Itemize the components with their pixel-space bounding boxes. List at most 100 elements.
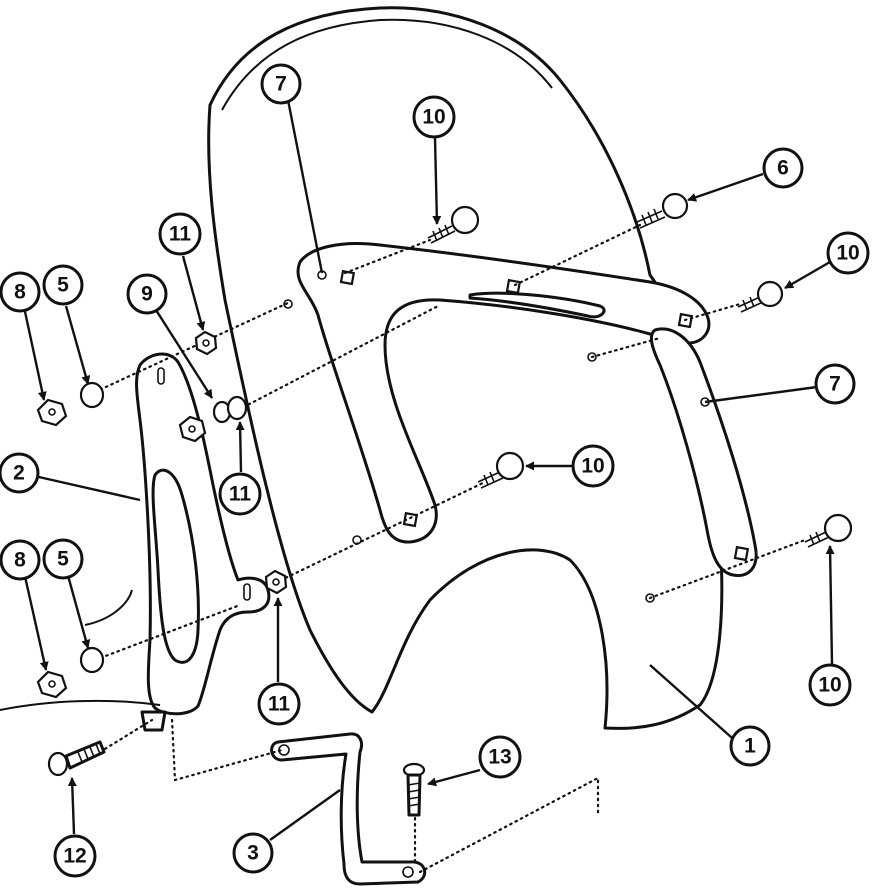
svg-text:10: 10 [581,455,604,478]
callout-10-right: 10 [826,231,870,275]
body-fairing-line [84,589,133,626]
side-plate-cutout [151,468,200,664]
callout-8-upper: 8 [0,271,41,313]
bracket-slot [468,291,606,319]
plate-tab [140,710,167,732]
callout-5-lower: 5 [42,538,84,580]
callout-10-lower-right: 10 [808,663,852,707]
bracket-nut-top-center [505,278,522,295]
nut-part-11-upper [194,330,218,356]
svg-text:11: 11 [169,223,192,246]
svg-text:9: 9 [141,283,153,306]
callout-12: 12 [53,834,97,878]
body-fairing-line [0,699,161,711]
nut-part-9 [178,415,207,443]
assembly-line [170,718,284,782]
callout-7-upper: 7 [260,63,302,105]
callout-10-middle: 10 [571,444,615,488]
callout-8-lower: 8 [0,539,41,581]
assembly-line [98,718,154,754]
assembly-line [513,223,642,287]
knob-screw-right [737,280,784,313]
callout-2: 2 [0,452,40,494]
assembly-line [236,303,442,412]
bolt-part-12 [47,740,106,777]
callout-3: 3 [232,832,274,874]
leader-line [65,571,91,649]
nut-part-8-upper [36,398,68,427]
leader-line [235,421,245,473]
svg-text:10: 10 [818,674,841,697]
callout-7-right: 7 [814,363,856,405]
leader-line [29,473,141,502]
svg-text:12: 12 [63,845,86,868]
assembly-line [273,480,487,585]
bracket-nut-lower-left [402,511,419,528]
leader-line [269,789,341,841]
svg-text:3: 3 [247,842,259,865]
svg-text:8: 8 [14,549,26,572]
plate-slot [243,583,251,601]
leader-line [154,309,214,399]
nut-part-8-lower [36,670,68,699]
svg-text:7: 7 [829,373,841,396]
plate-slot [157,367,165,385]
leader-line [181,255,206,331]
callout-6: 6 [762,147,804,189]
assembly-line [418,776,600,874]
bolt-part-6 [636,192,689,229]
svg-text:10: 10 [836,242,859,265]
leader-line [22,306,47,401]
washer-part-5-upper [79,381,105,409]
windshield-edge-highlight [221,18,553,111]
right-bracket-arm [649,327,758,578]
assembly-line [683,302,742,322]
svg-text:5: 5 [57,548,69,571]
svg-text:11: 11 [229,483,252,506]
svg-text:13: 13 [488,746,511,769]
assembly-line [648,538,807,600]
callout-11-middle: 11 [218,472,262,516]
knob-screw-upper [427,205,480,244]
callout-13: 13 [478,735,522,779]
callout-1: 1 [729,725,771,767]
upper-bracket [296,242,711,544]
callout-5-upper: 5 [42,264,84,306]
assembly-line [590,336,662,359]
leader-line [22,571,49,671]
leader-line [427,768,481,787]
knob-screw-middle [477,451,525,489]
bracket-nut-top-left [339,269,356,286]
svg-text:10: 10 [422,106,445,129]
leader-line [432,137,442,225]
lower-support-strut [270,732,427,886]
strut-hole [402,866,414,878]
callout-10-upper: 10 [412,95,456,139]
svg-text:7: 7 [275,73,287,96]
leader-line [64,305,91,385]
windshield-screen [207,6,724,730]
svg-text:1: 1 [744,735,756,758]
svg-text:5: 5 [57,274,69,297]
assembly-line [93,603,242,662]
callout-11-upper: 11 [158,212,202,256]
leader-line [687,172,764,202]
leader-line [67,777,77,835]
leader-line [649,664,741,746]
knob-screw-lower-right [804,513,853,548]
screw-part-13 [402,762,426,817]
svg-text:11: 11 [268,693,291,716]
leader-line [286,99,324,274]
bracket-nut-lower-right [733,545,750,562]
callout-9: 9 [126,273,168,315]
screen-hole [283,299,293,309]
leader-line [704,385,818,404]
washer-part-5-lower [79,646,105,674]
svg-text:6: 6 [777,157,789,180]
svg-text:2: 2 [13,462,25,485]
callout-11-lower: 11 [257,682,301,726]
nut-part-11-lower [264,569,288,595]
svg-text:8: 8 [14,281,26,304]
leader-line [825,545,835,665]
